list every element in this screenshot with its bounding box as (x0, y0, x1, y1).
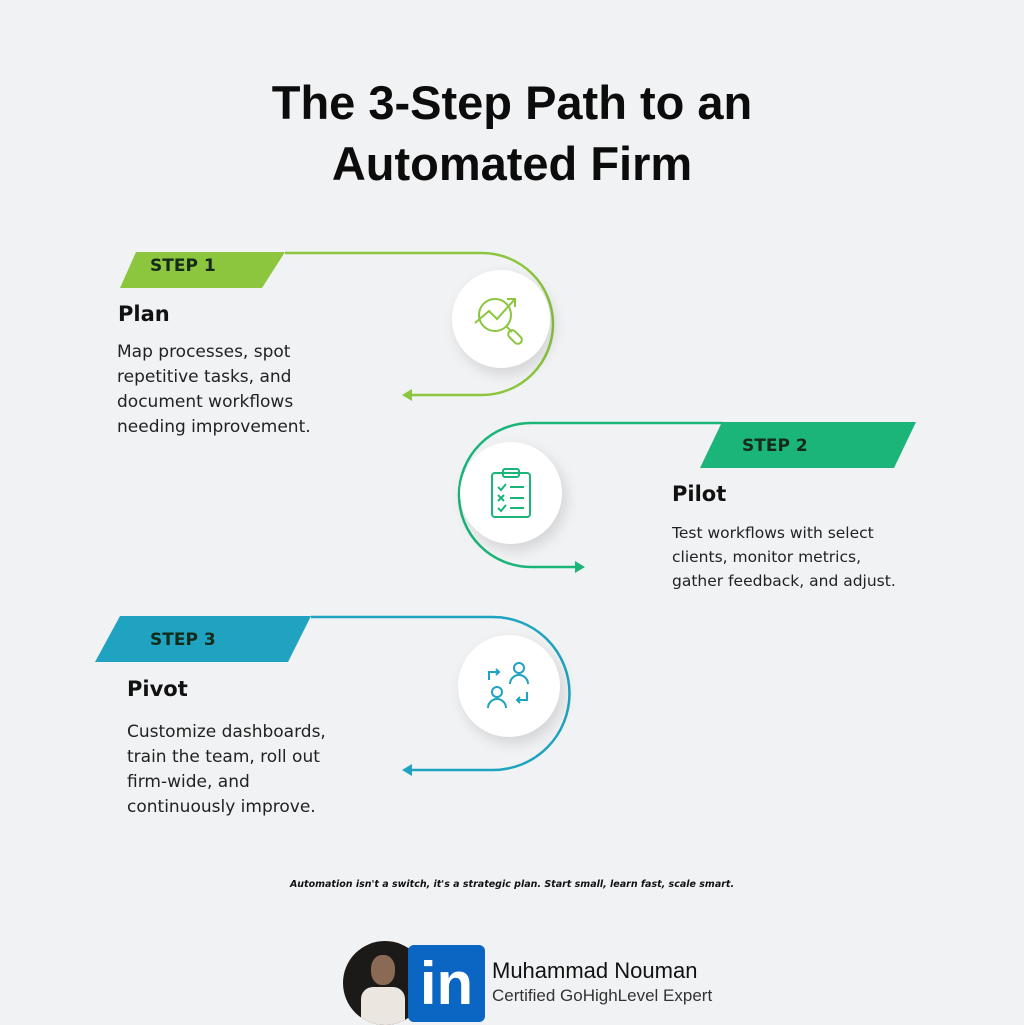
step-2-label: STEP 2 (742, 436, 808, 456)
desc-line: document workflows (117, 392, 294, 412)
step-3-description: Customize dashboards, train the team, ro… (127, 720, 326, 820)
step-3-heading: Pivot (127, 677, 188, 701)
desc-line: Customize dashboards, (127, 722, 326, 742)
step-1-path (285, 251, 555, 397)
step-1-label: STEP 1 (150, 256, 216, 276)
step-3-label: STEP 3 (150, 630, 216, 650)
title-line-1: The 3-Step Path to an (271, 76, 753, 129)
step-1-icon-circle (452, 270, 550, 368)
step-2-banner (700, 422, 916, 468)
step-1-arrowhead (402, 389, 412, 401)
step-2-icon-circle (460, 442, 562, 544)
author-title: Certified GoHighLevel Expert (492, 986, 713, 1005)
desc-line: repetitive tasks, and (117, 367, 292, 387)
page-title: The 3-Step Path to an Automated Firm (0, 72, 1024, 194)
linkedin-logo-icon[interactable]: in (408, 945, 485, 1022)
step-3-path (311, 615, 571, 772)
desc-line: Map processes, spot (117, 342, 291, 362)
step-1-description: Map processes, spot repetitive tasks, an… (117, 340, 311, 440)
step-1-heading: Plan (118, 302, 170, 326)
step-2-heading: Pilot (672, 482, 727, 506)
desc-line: gather feedback, and adjust. (672, 572, 896, 590)
step-3-banner (95, 616, 311, 662)
author-name: Muhammad Nouman (492, 958, 698, 983)
step-3-icon-circle (458, 635, 560, 737)
step-2-arrowhead (575, 561, 585, 573)
step-2-description: Test workflows with select clients, moni… (672, 521, 896, 593)
desc-line: firm-wide, and (127, 772, 250, 792)
desc-line: needing improvement. (117, 417, 311, 437)
tagline: Automation isn't a switch, it's a strate… (289, 879, 735, 890)
clipboard-checklist-icon (491, 468, 531, 518)
step-2-path (457, 421, 722, 569)
desc-line: continuously improve. (127, 797, 316, 817)
chart-magnifier-icon (474, 298, 523, 345)
desc-line: clients, monitor metrics, (672, 548, 861, 566)
people-exchange-icon (487, 662, 529, 709)
desc-line: Test workflows with select (672, 524, 874, 542)
step-1-banner (120, 252, 285, 288)
title-line-2: Automated Firm (331, 137, 693, 190)
desc-line: train the team, roll out (127, 747, 320, 767)
step-3-arrowhead (402, 764, 412, 776)
